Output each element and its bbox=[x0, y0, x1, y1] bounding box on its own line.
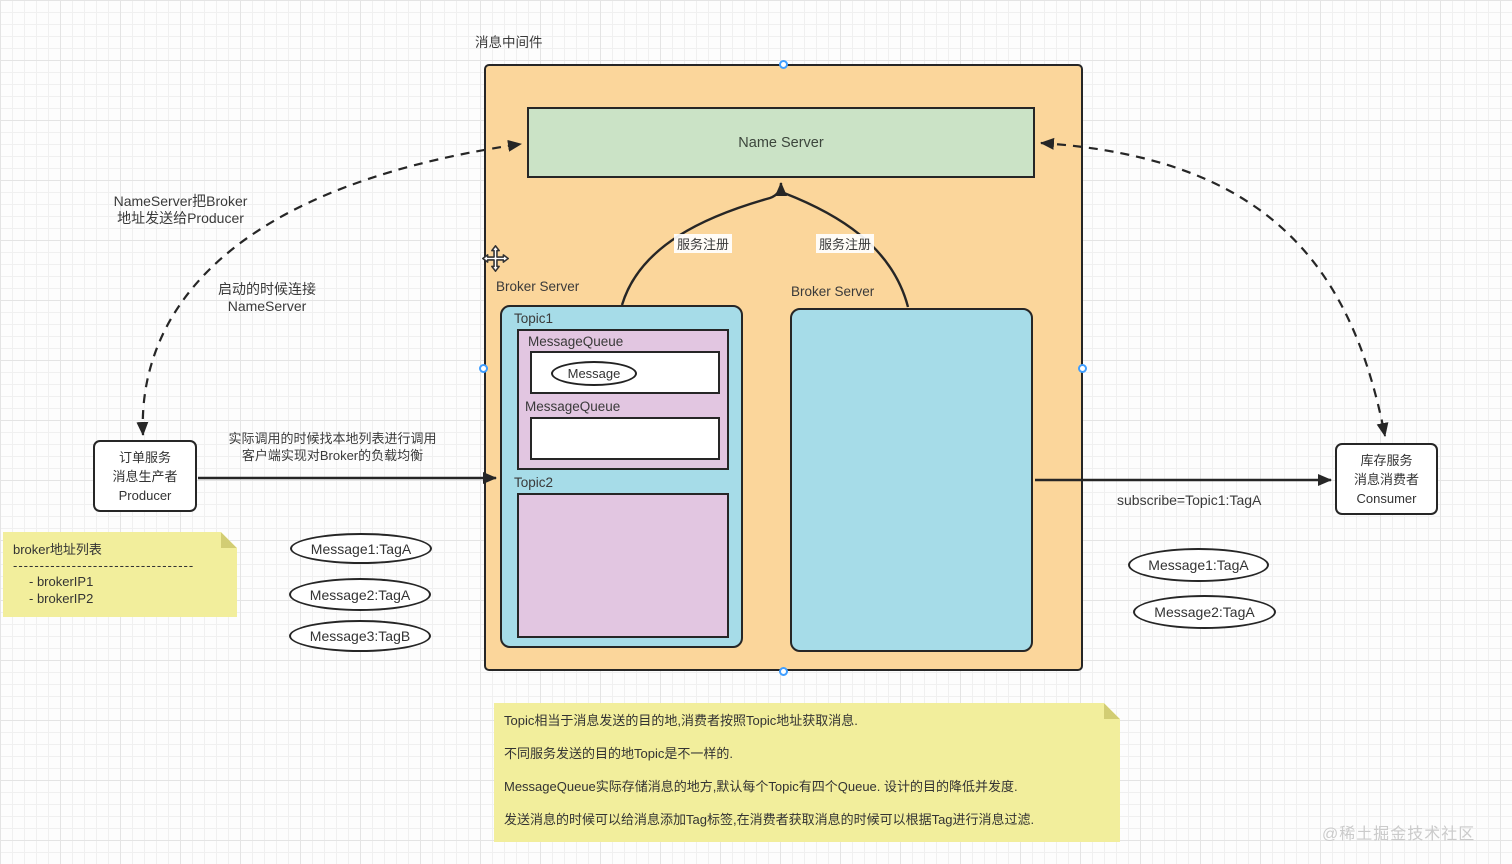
broker-note-title: broker地址列表 bbox=[13, 542, 102, 557]
producer-line3: Producer bbox=[118, 487, 172, 503]
producer-message-1[interactable]: Message1:TagA bbox=[290, 533, 432, 564]
topic2-label: Topic2 bbox=[514, 475, 554, 490]
service-register-right-label: 服务注册 bbox=[816, 234, 875, 253]
message-queue-label: MessageQueue bbox=[528, 334, 624, 349]
note-line-4: 发送消息的时候可以给消息添加Tag标签,在消费者获取消息的时候可以根据Tag进行… bbox=[504, 812, 1035, 827]
producer-line2: 消息生产者 bbox=[112, 468, 178, 484]
topic1-label: Topic1 bbox=[514, 311, 554, 326]
broker-ip-2: - brokerIP2 bbox=[29, 591, 94, 606]
consumer-message-2[interactable]: Message2:TagA bbox=[1133, 595, 1276, 629]
invoke-label: 实际调用的时候找本地列表进行调用 客户端实现对Broker的负载均衡 bbox=[228, 431, 437, 463]
nameserver-to-producer-label: NameServer把Broker 地址发送给Producer bbox=[113, 193, 248, 226]
broker-left-box[interactable]: Topic1 MessageQueue Message MessageQueue… bbox=[500, 305, 743, 648]
consumer-box[interactable]: 库存服务 消息消费者 Consumer bbox=[1335, 443, 1438, 515]
explanation-note[interactable]: Topic相当于消息发送的目的地,消费者按照Topic地址获取消息. 不同服务发… bbox=[494, 703, 1120, 842]
selection-handle-bottom[interactable] bbox=[779, 667, 788, 676]
consumer-line2: 消息消费者 bbox=[1353, 471, 1419, 487]
nameserver-consumer-connector bbox=[1040, 137, 1389, 437]
selection-handle-right[interactable] bbox=[1078, 364, 1087, 373]
note-line-1: Topic相当于消息发送的目的地,消费者按照Topic地址获取消息. bbox=[504, 713, 858, 728]
message-queue-slot[interactable]: Message bbox=[530, 351, 720, 394]
move-cursor-icon bbox=[482, 245, 509, 272]
producer-box[interactable]: 订单服务 消息生产者 Producer bbox=[93, 440, 197, 512]
producer-message-3[interactable]: Message3:TagB bbox=[289, 620, 431, 652]
selection-handle-left[interactable] bbox=[479, 364, 488, 373]
broker-ip-1: - brokerIP1 bbox=[29, 574, 94, 589]
producer-message-2[interactable]: Message2:TagA bbox=[289, 578, 431, 611]
topic2-box[interactable] bbox=[517, 493, 729, 638]
startup-connect-label: 启动的时候连接 NameServer bbox=[218, 281, 316, 314]
watermark: @稀土掘金技术社区 bbox=[1322, 826, 1476, 843]
selection-handle-top[interactable] bbox=[779, 60, 788, 69]
message-queue-label-2: MessageQueue bbox=[525, 399, 621, 414]
note-fold-corner bbox=[1104, 703, 1120, 719]
name-server-label: Name Server bbox=[738, 134, 824, 151]
subscribe-label: subscribe=Topic1:TagA bbox=[1117, 492, 1262, 508]
consumer-message-1[interactable]: Message1:TagA bbox=[1128, 548, 1269, 582]
broker-address-note[interactable]: broker地址列表 -----------------------------… bbox=[3, 532, 237, 617]
message-queue-slot-empty[interactable] bbox=[530, 417, 720, 460]
note-fold-corner bbox=[221, 532, 237, 548]
name-server-box[interactable]: Name Server bbox=[527, 107, 1035, 178]
broker-right-label: Broker Server bbox=[791, 284, 875, 299]
broker-left-label: Broker Server bbox=[496, 279, 580, 294]
middleware-title: 消息中间件 bbox=[475, 35, 543, 50]
message-ellipse[interactable]: Message bbox=[551, 361, 637, 386]
note-line-2: 不同服务发送的目的地Topic是不一样的. bbox=[504, 746, 733, 761]
broker-note-separator: ---------------------------------- bbox=[13, 558, 195, 573]
producer-line1: 订单服务 bbox=[118, 449, 171, 465]
consumer-line3: Consumer bbox=[1356, 490, 1417, 506]
topic1-queues-box[interactable]: MessageQueue Message MessageQueue bbox=[517, 329, 729, 470]
message-label: Message bbox=[567, 366, 621, 381]
consumer-line1: 库存服务 bbox=[1360, 452, 1413, 468]
broker-right-box[interactable] bbox=[790, 308, 1033, 652]
note-line-3: MessageQueue实际存储消息的地方,默认每个Topic有四个Queue.… bbox=[504, 779, 1018, 794]
service-register-left-label: 服务注册 bbox=[674, 234, 733, 253]
